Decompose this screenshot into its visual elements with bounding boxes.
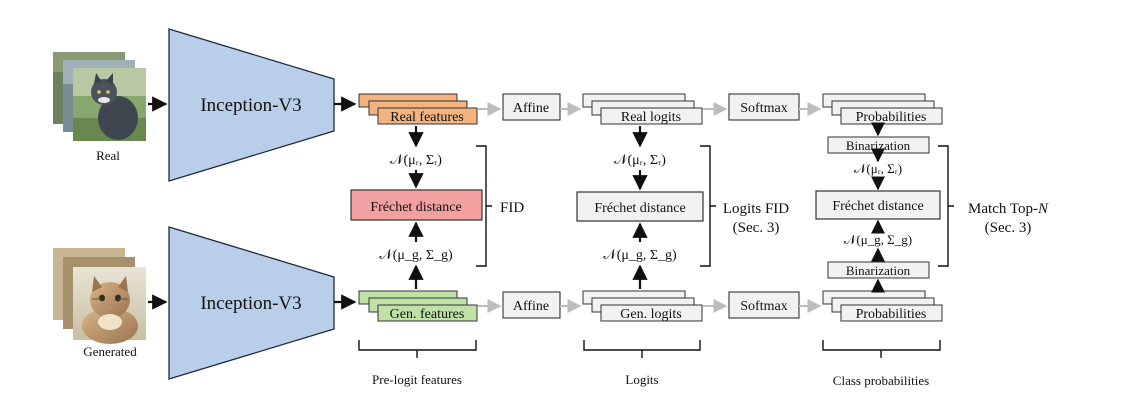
class-probabilities-brace (822, 340, 941, 358)
logits-group-label: Logits (625, 372, 658, 387)
encoder-top-label: Inception-V3 (200, 95, 301, 116)
top-n-real-gaussian: 𝒩(μᵣ, Σᵣ) (854, 161, 902, 176)
affine-box-top: Affine (502, 93, 561, 121)
top-n-distance-box: Fréchet distance (815, 190, 941, 220)
real-probabilities-stack: Probabilities (822, 93, 943, 125)
softmax-top-label: Softmax (740, 101, 787, 116)
logits-fid-bracket (700, 145, 716, 267)
class-probabilities-group-label: Class probabilities (833, 373, 929, 388)
fid-distance-box: Fréchet distance (350, 189, 483, 221)
generated-image-stack (53, 248, 146, 344)
gen-probabilities-label: Probabilities (856, 307, 927, 322)
encoder-top-shape (168, 28, 335, 182)
match-top-n-metric-label: Match Top-N (968, 201, 1049, 217)
softmax-box-bottom: Softmax (728, 291, 800, 319)
top-n-gen-gaussian: 𝒩(μ_g, Σ_g) (844, 232, 912, 247)
encoder-top: Inception-V3 (168, 28, 335, 182)
logits-fid-metric-label: Logits FID (723, 201, 789, 217)
gen-probabilities-stack: Probabilities (822, 290, 943, 322)
real-cat-photo (73, 68, 146, 141)
fid-bracket (476, 145, 492, 267)
binarization-box-top: Binarization (827, 136, 930, 154)
logits-brace (583, 340, 701, 358)
generated-input-label: Generated (83, 344, 137, 359)
logits-gen-gaussian: 𝒩(μ_g, Σ_g) (603, 248, 677, 263)
gen-features-stack: Gen. features (358, 290, 478, 322)
real-probabilities-label: Probabilities (856, 110, 927, 125)
affine-bottom-label: Affine (513, 299, 549, 314)
real-features-label: Real features (390, 110, 463, 125)
binarization-top-label: Binarization (846, 138, 911, 153)
gen-logits-stack: Gen. logits (582, 290, 703, 322)
fid-gen-gaussian: 𝒩(μ_g, Σ_g) (379, 248, 453, 263)
fid-real-gaussian: 𝒩(μᵣ, Σᵣ) (390, 153, 442, 168)
logits-fid-section-label: (Sec. 3) (733, 220, 780, 236)
logits-real-gaussian: 𝒩(μᵣ, Σᵣ) (614, 153, 666, 168)
encoder-bottom: Inception-V3 (168, 226, 335, 380)
logits-distance-label: Fréchet distance (594, 201, 685, 216)
match-top-n-section-label: (Sec. 3) (985, 220, 1032, 236)
top-n-bracket (938, 145, 954, 267)
pre-logit-group-label: Pre-logit features (372, 372, 462, 387)
softmax-bottom-label: Softmax (740, 299, 787, 314)
affine-top-label: Affine (513, 101, 549, 116)
binarization-bottom-label: Binarization (846, 263, 911, 278)
real-logits-stack: Real logits (582, 93, 703, 125)
pre-logit-brace (358, 340, 477, 358)
real-logits-label: Real logits (621, 110, 681, 125)
binarization-box-bottom: Binarization (827, 261, 930, 279)
real-input-label: Real (96, 148, 120, 163)
gen-logits-label: Gen. logits (620, 307, 681, 322)
encoder-bottom-label: Inception-V3 (200, 293, 301, 314)
affine-box-bottom: Affine (502, 291, 561, 319)
top-n-distance-label: Fréchet distance (832, 199, 923, 214)
softmax-box-top: Softmax (728, 93, 800, 121)
gen-features-label: Gen. features (390, 307, 465, 322)
real-features-stack: Real features (358, 93, 478, 125)
real-image-stack (53, 52, 146, 141)
logits-distance-box: Fréchet distance (576, 191, 704, 222)
encoder-bottom-shape (168, 226, 335, 380)
generated-cat-photo (73, 267, 146, 344)
fid-metric-label: FID (500, 200, 524, 216)
fid-distance-label: Fréchet distance (370, 200, 461, 215)
